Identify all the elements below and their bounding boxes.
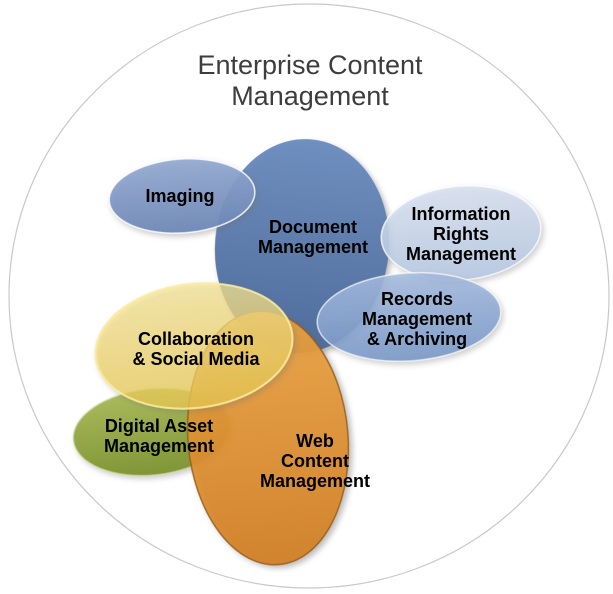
records-management-archiving-ellipse [316,271,502,363]
collaboration-social-media-ellipse [94,282,294,410]
imaging-ellipse [108,157,256,235]
